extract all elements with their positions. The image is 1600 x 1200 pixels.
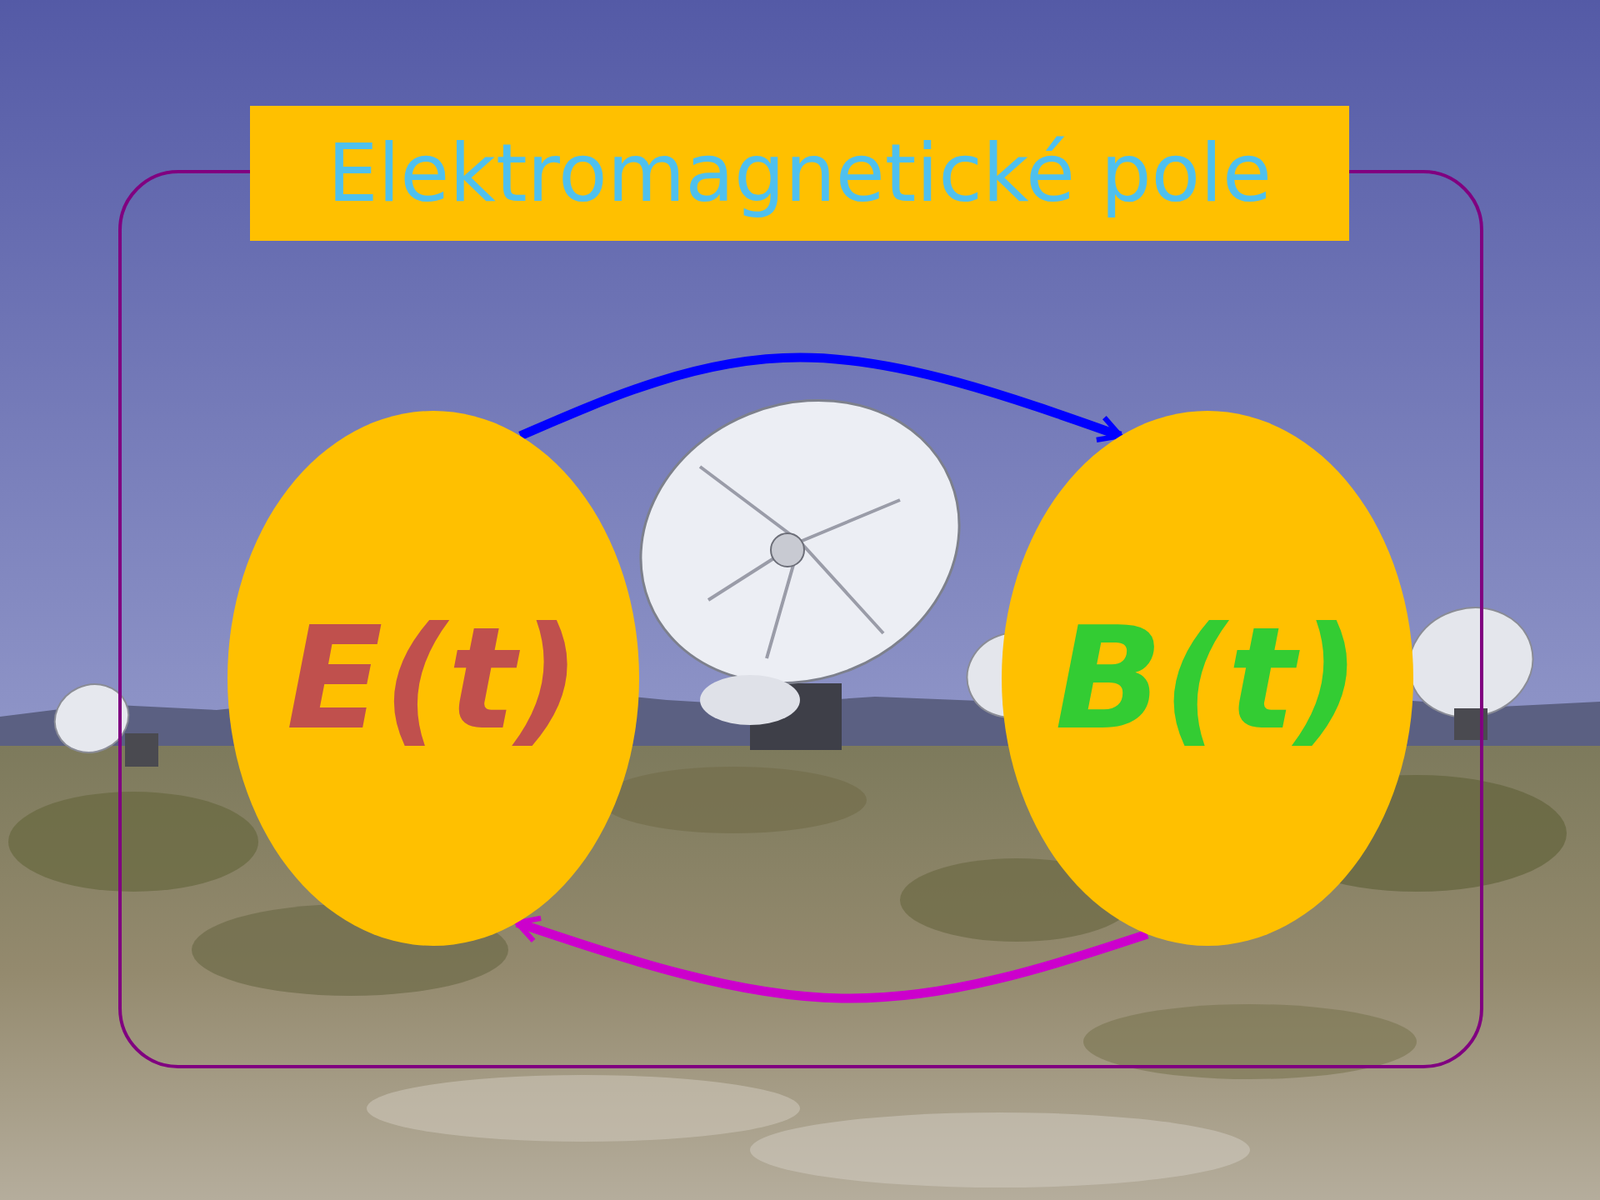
dish-base xyxy=(700,675,800,725)
radio-dish xyxy=(597,353,1002,730)
dish-struts xyxy=(700,466,900,659)
dish-feed xyxy=(770,533,805,567)
shrub xyxy=(600,766,867,834)
field-ellipse: B(t) xyxy=(1001,410,1414,946)
field-induction-arrow xyxy=(516,922,1147,999)
field-symbol: B(t) xyxy=(1055,607,1360,750)
title-box: Elektromagnetické pole xyxy=(250,105,1350,241)
frame xyxy=(120,171,1482,1067)
ellipse-fill xyxy=(227,410,640,946)
sand-patch xyxy=(366,1075,800,1142)
ellipse-fill xyxy=(1001,410,1414,946)
shrub xyxy=(8,791,259,892)
sand-patch xyxy=(750,1112,1250,1188)
dish-mount xyxy=(125,733,159,767)
field-symbol: E(t) xyxy=(286,607,581,750)
field-ellipse: E(t) xyxy=(227,410,640,946)
title: Elektromagnetické pole xyxy=(327,133,1272,214)
field-induction-arrow xyxy=(520,357,1120,436)
